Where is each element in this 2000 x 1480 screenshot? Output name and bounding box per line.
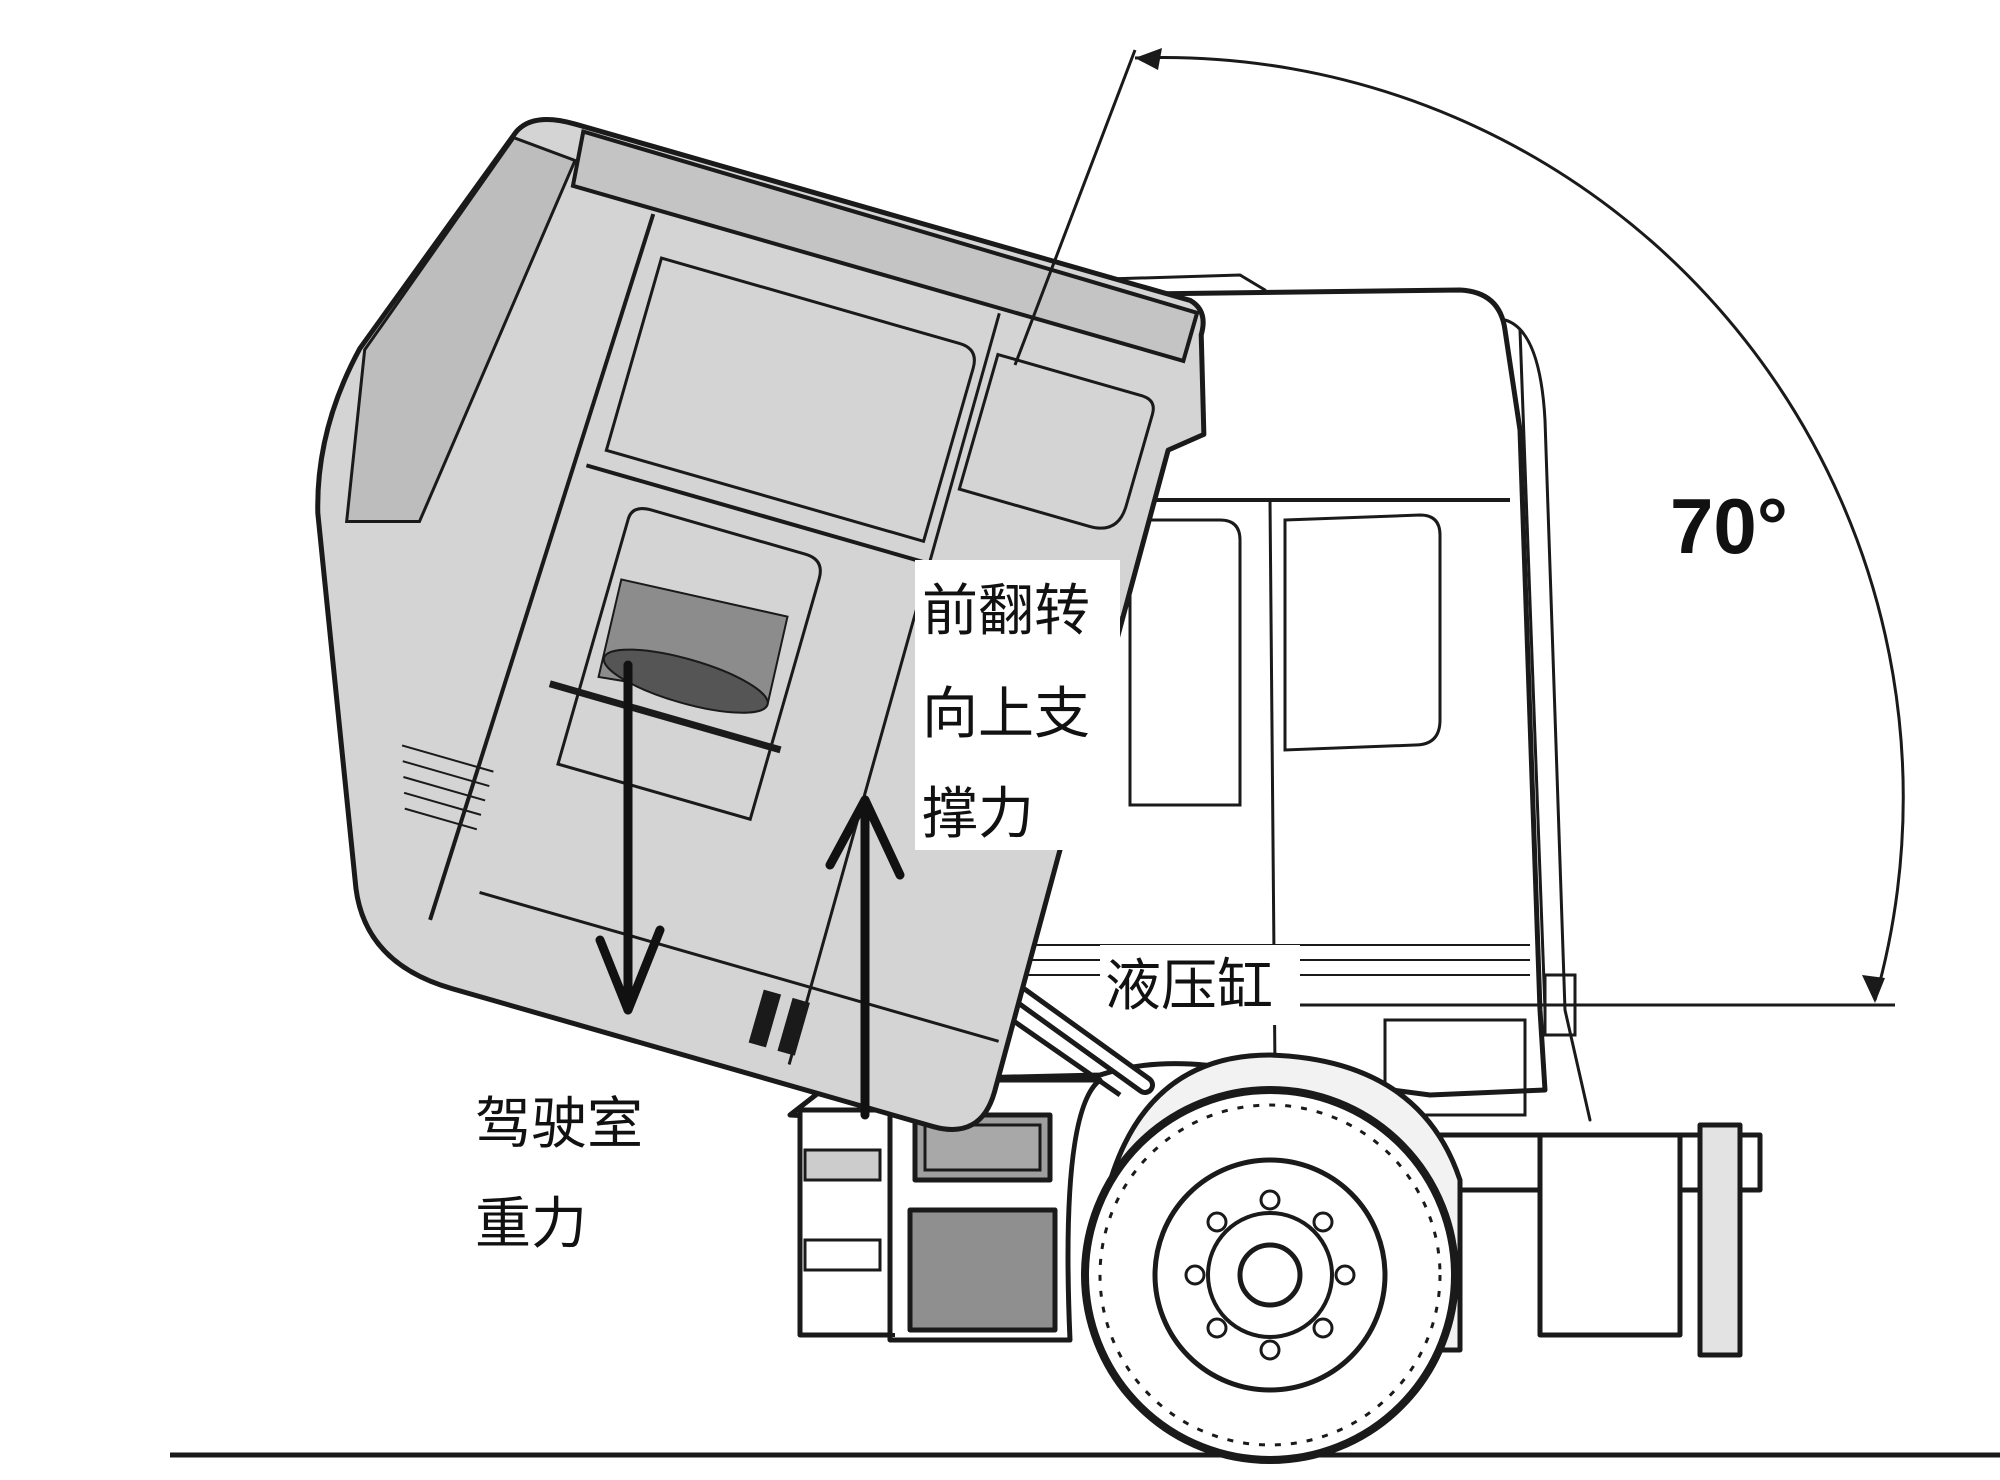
- hydraulic-cylinder-label: 液压缸: [1105, 954, 1273, 1019]
- gravity-arrow: [595, 660, 665, 1015]
- support-force-label-line2: 向上支: [922, 682, 1090, 747]
- support-force-label-line1: 前翻转: [922, 579, 1090, 644]
- cab-gravity-label-line1: 驾驶室: [475, 1092, 643, 1157]
- front-underbody: [787, 1077, 1103, 1343]
- support-label-bg: [915, 560, 1120, 850]
- tilt-angle-indicator: [1013, 48, 1905, 1007]
- cylinder-label-bg: [1100, 945, 1300, 1025]
- upward-support-arrow: [825, 795, 905, 1120]
- angle-label: 70°: [1670, 482, 1788, 570]
- cab-gravity-label-line2: 重力: [475, 1192, 587, 1257]
- tilted-cab: [315, 117, 1207, 1132]
- front-wheel: [1081, 1052, 1463, 1464]
- support-force-label-line3: 撑力: [922, 782, 1034, 847]
